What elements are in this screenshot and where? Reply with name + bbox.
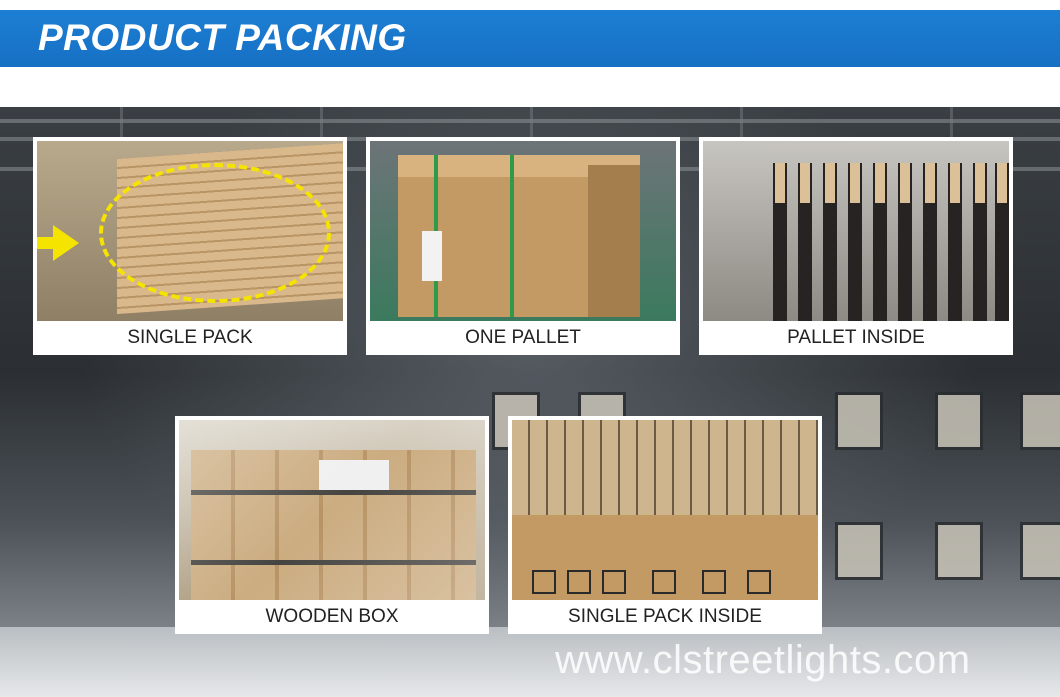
card-caption: WOODEN BOX <box>265 606 399 627</box>
keep-dry-icon <box>602 570 626 594</box>
card-pallet-inside: PALLET INSIDE <box>699 137 1013 355</box>
single-pack-photo <box>37 141 343 321</box>
pallet-inside-photo <box>703 141 1009 321</box>
highlight-ring <box>99 163 331 303</box>
single-pack-inside-photo <box>512 420 818 600</box>
this-way-up-icon <box>567 570 591 594</box>
card-caption: SINGLE PACK INSIDE <box>568 606 762 627</box>
card-caption: PALLET INSIDE <box>787 327 925 348</box>
handle-care-icon <box>652 570 676 594</box>
page-title: PRODUCT PACKING <box>38 17 407 58</box>
no-stack-icon <box>702 570 726 594</box>
card-caption: SINGLE PACK <box>127 327 253 348</box>
one-pallet-photo <box>370 141 676 321</box>
wooden-box-photo <box>179 420 485 600</box>
card-caption: ONE PALLET <box>465 327 581 348</box>
card-single-pack-inside: SINGLE PACK INSIDE <box>508 416 822 634</box>
warehouse-floor <box>0 627 1060 697</box>
header-banner: PRODUCT PACKING <box>0 10 1060 67</box>
arrow-icon <box>37 237 55 249</box>
recycle-icon <box>747 570 771 594</box>
card-single-pack: SINGLE PACK <box>33 137 347 355</box>
card-wooden-box: WOODEN BOX <box>175 416 489 634</box>
card-one-pallet: ONE PALLET <box>366 137 680 355</box>
website-watermark: www.clstreetlights.com <box>555 638 971 682</box>
fragile-icon <box>532 570 556 594</box>
